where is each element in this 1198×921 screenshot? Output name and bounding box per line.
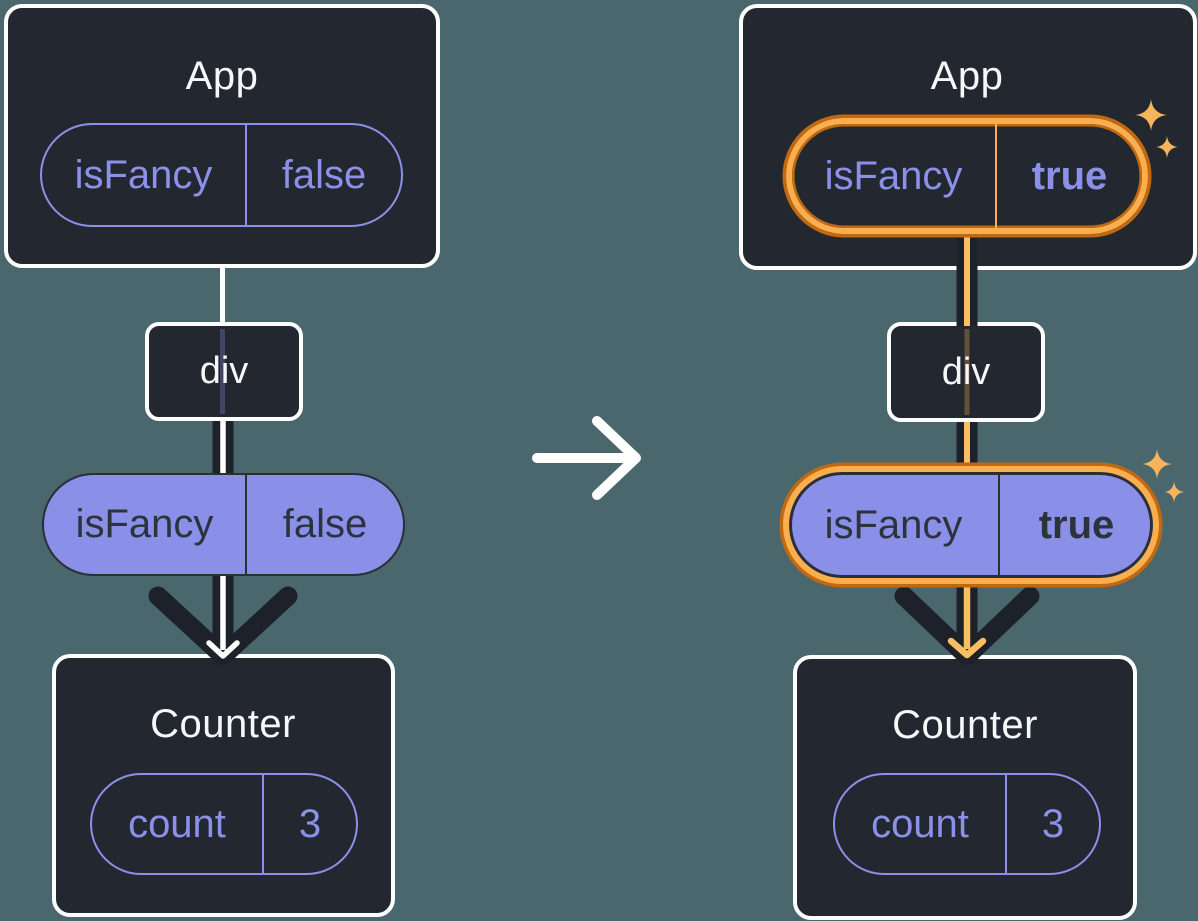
div-box-left bbox=[145, 322, 303, 421]
pill-value-label: true bbox=[1031, 153, 1108, 198]
down-arrow-icon bbox=[947, 637, 987, 659]
pill-value-label: 3 bbox=[298, 801, 322, 846]
pill-key-label: isFancy bbox=[42, 125, 247, 225]
sparkle-icon bbox=[1164, 481, 1185, 503]
pill-key-label: isFancy bbox=[44, 475, 247, 574]
pill-key-label: isFancy bbox=[792, 124, 997, 228]
app-title: App bbox=[930, 54, 1004, 98]
div-label-text: div bbox=[941, 350, 991, 393]
prop-pill-highlighted: isFancy true bbox=[783, 466, 1159, 584]
app-state-pill-highlighted: isFancy true bbox=[786, 118, 1148, 234]
counter-title: Counter bbox=[892, 703, 1038, 747]
pill-value-label: false bbox=[282, 502, 368, 546]
app-state-pill: isFancy false bbox=[40, 123, 403, 227]
div-label-text: div bbox=[199, 350, 249, 392]
transition-arrow-icon bbox=[532, 416, 641, 500]
pill-value-label: 3 bbox=[1041, 801, 1065, 846]
app-title: App bbox=[185, 54, 259, 98]
counter-title: Counter bbox=[150, 702, 296, 746]
counter-state-pill: count 3 bbox=[833, 773, 1101, 875]
pill-value-label: false bbox=[281, 152, 367, 197]
div-label: div bbox=[145, 322, 303, 421]
pill-key-label: count bbox=[835, 775, 1007, 873]
pill-key-label: isFancy bbox=[789, 472, 1000, 578]
prop-pill: isFancy false bbox=[42, 473, 405, 576]
counter-state-pill: count 3 bbox=[90, 773, 358, 875]
div-box-right bbox=[887, 322, 1045, 422]
pill-key-label: count bbox=[92, 775, 264, 873]
pill-value-label: true bbox=[1038, 502, 1115, 547]
right-prop-arrow bbox=[894, 580, 1040, 666]
div-label: div bbox=[887, 322, 1045, 422]
sparkle-icon bbox=[1142, 449, 1172, 479]
